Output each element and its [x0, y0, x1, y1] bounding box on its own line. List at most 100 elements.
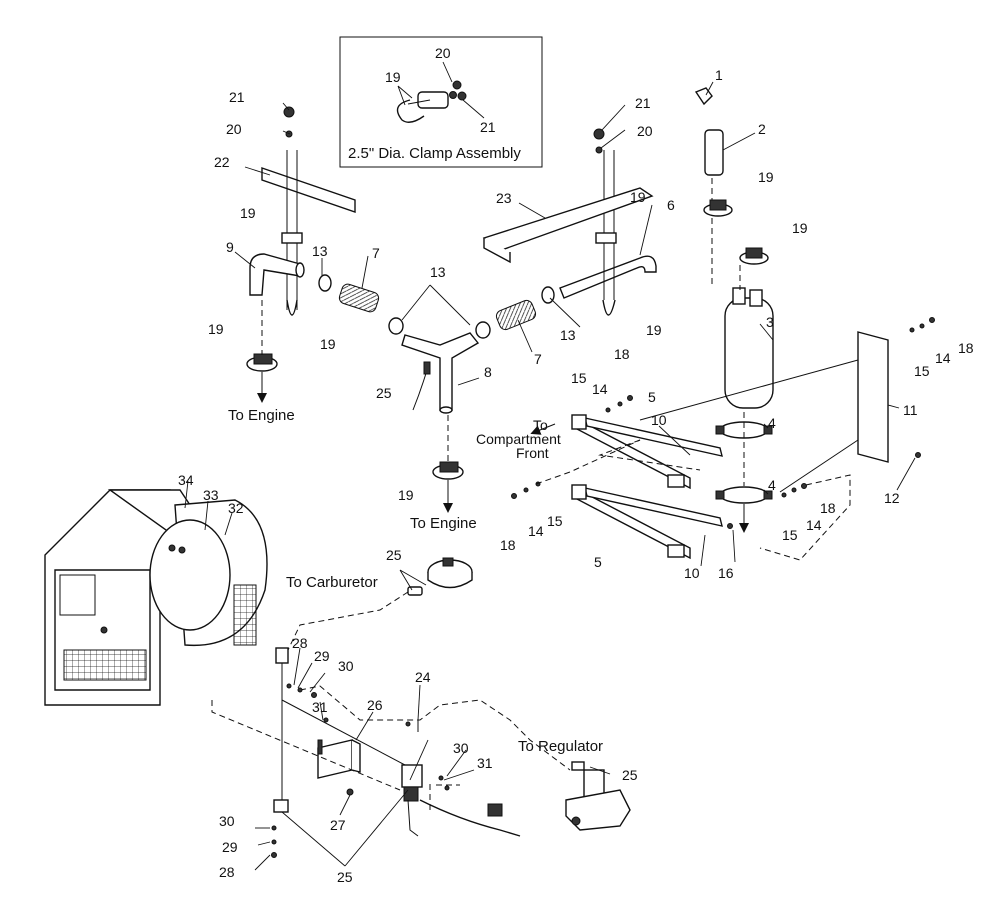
callout-4b: 4 [768, 477, 776, 493]
callout-26: 26 [367, 697, 383, 713]
callout-20a: 20 [226, 121, 242, 137]
leader-lines [184, 81, 916, 871]
callout-34: 34 [178, 472, 194, 488]
left-flex-pipe [318, 274, 404, 335]
callout-19b: 19 [320, 336, 336, 352]
callout-10a: 10 [651, 412, 667, 428]
callout-22: 22 [214, 154, 230, 170]
callout-15b: 15 [914, 363, 930, 379]
callout-9: 9 [226, 239, 234, 255]
callout-29a: 29 [314, 648, 330, 664]
callout-30a: 30 [338, 658, 354, 674]
destination-regulator: To Regulator [518, 738, 603, 755]
hardware-fasteners [511, 317, 935, 529]
callout-25c: 25 [622, 767, 638, 783]
callout-18c: 18 [500, 537, 516, 553]
callout-19d: 19 [630, 189, 646, 205]
inset-border [339, 36, 543, 168]
inset-label-20: 20 [435, 45, 451, 61]
callout-8: 8 [484, 364, 492, 380]
callout-7a: 7 [372, 245, 380, 261]
lower-rail [571, 484, 749, 560]
callout-23: 23 [496, 190, 512, 206]
lower-muffler-hanger [715, 412, 773, 504]
callout-28a: 28 [292, 635, 308, 651]
callout-24: 24 [415, 669, 431, 685]
left-elbow-pipe [249, 253, 305, 296]
callout-13b: 13 [430, 264, 446, 280]
callout-7b: 7 [534, 351, 542, 367]
gas-regulator [565, 761, 631, 831]
clamp-assembly-drawing [396, 80, 467, 123]
callout-2: 2 [758, 121, 766, 137]
callout-15c: 15 [547, 513, 563, 529]
center-engine-clamp [432, 415, 464, 513]
callout-19e: 19 [646, 322, 662, 338]
solenoid-valve [401, 764, 521, 837]
destination-compartment-front: To Compartment Front [476, 417, 561, 461]
compartment-front-line-3: Front [516, 445, 549, 461]
callout-33: 33 [203, 487, 219, 503]
callout-5b: 5 [594, 554, 602, 570]
callout-31b: 31 [477, 755, 493, 771]
y-pipe [401, 332, 480, 414]
inset-label-21: 21 [480, 119, 496, 135]
callout-12: 12 [884, 490, 900, 506]
callout-11: 11 [903, 402, 918, 418]
left-hanger-bracket [261, 106, 356, 316]
callout-19c: 19 [208, 321, 224, 337]
callout-27: 27 [330, 817, 346, 833]
callout-28b: 28 [219, 864, 235, 880]
callout-13c: 13 [560, 327, 576, 343]
upper-rail [571, 414, 723, 490]
callout-19g: 19 [792, 220, 808, 236]
callout-25b: 25 [386, 547, 402, 563]
clamp-19-stack [703, 199, 769, 265]
inset-caption: 2.5" Dia. Clamp Assembly [348, 145, 521, 162]
callout-19a: 19 [240, 205, 256, 221]
callout-16: 16 [718, 565, 734, 581]
callout-19h: 19 [398, 487, 414, 503]
callout-14c: 14 [528, 523, 544, 539]
mounting-bracket [317, 739, 361, 779]
callout-21a: 21 [229, 89, 245, 105]
fuel-line-left [273, 647, 289, 813]
left-engine-clamp [246, 300, 278, 403]
callout-15d: 15 [782, 527, 798, 543]
callout-numbers: 1 2 3 4 4 5 5 6 7 7 8 9 10 10 11 12 13 1… [178, 67, 974, 885]
carburetor-regulator [407, 557, 473, 596]
callout-14a: 14 [592, 381, 608, 397]
callout-19f: 19 [758, 169, 774, 185]
callout-14d: 14 [806, 517, 822, 533]
callout-6: 6 [667, 197, 675, 213]
callout-4a: 4 [768, 415, 776, 431]
heat-shield [482, 128, 654, 264]
callout-20b: 20 [637, 123, 653, 139]
callout-18b: 18 [958, 340, 974, 356]
callout-29b: 29 [222, 839, 238, 855]
callout-3: 3 [766, 314, 774, 330]
inset-label-19: 19 [385, 69, 401, 85]
destination-carburetor: To Carburetor [286, 574, 378, 591]
callout-31a: 31 [312, 699, 328, 715]
upper-muffler-hanger [715, 421, 773, 439]
callout-30b: 30 [453, 740, 469, 756]
callout-25d: 25 [337, 869, 353, 885]
callout-21b: 21 [635, 95, 651, 111]
callout-13a: 13 [312, 243, 328, 259]
callout-32: 32 [228, 500, 244, 516]
compartment-front-line-2: Compartment [476, 431, 561, 447]
callout-15a: 15 [571, 370, 587, 386]
destination-engine-center: To Engine [410, 515, 477, 532]
callout-30c: 30 [219, 813, 235, 829]
destination-engine-left: To Engine [228, 407, 295, 424]
right-tail-pipe [559, 150, 657, 316]
callout-25a: 25 [376, 385, 392, 401]
tail-pipe-tip [694, 87, 724, 176]
callout-14b: 14 [935, 350, 951, 366]
left-hardware-stack [271, 683, 450, 858]
callout-18d: 18 [820, 500, 836, 516]
callout-5a: 5 [648, 389, 656, 405]
